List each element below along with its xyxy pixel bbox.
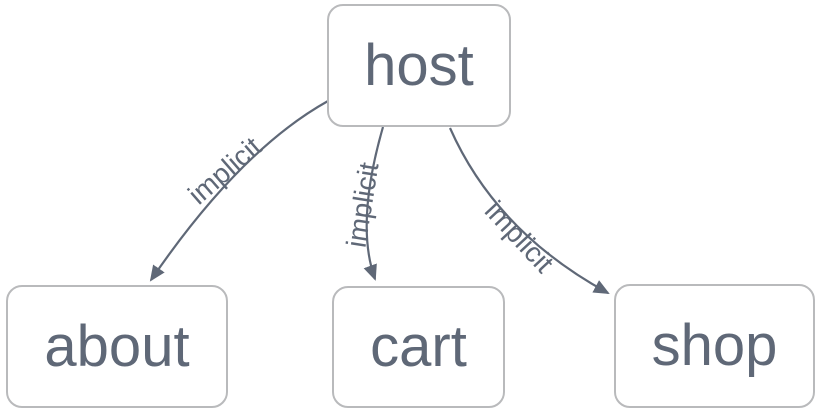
node-host: host [327, 4, 511, 127]
edge-host-cart [363, 126, 385, 281]
edge-host-about [149, 100, 329, 282]
edge-host-shop [448, 127, 610, 294]
node-shop: shop [614, 284, 815, 408]
node-about-label: about [44, 313, 190, 379]
node-host-label: host [364, 32, 474, 98]
node-about: about [6, 285, 228, 408]
node-shop-label: shop [651, 313, 778, 378]
node-cart-label: cart [370, 314, 467, 379]
node-cart: cart [332, 286, 505, 408]
